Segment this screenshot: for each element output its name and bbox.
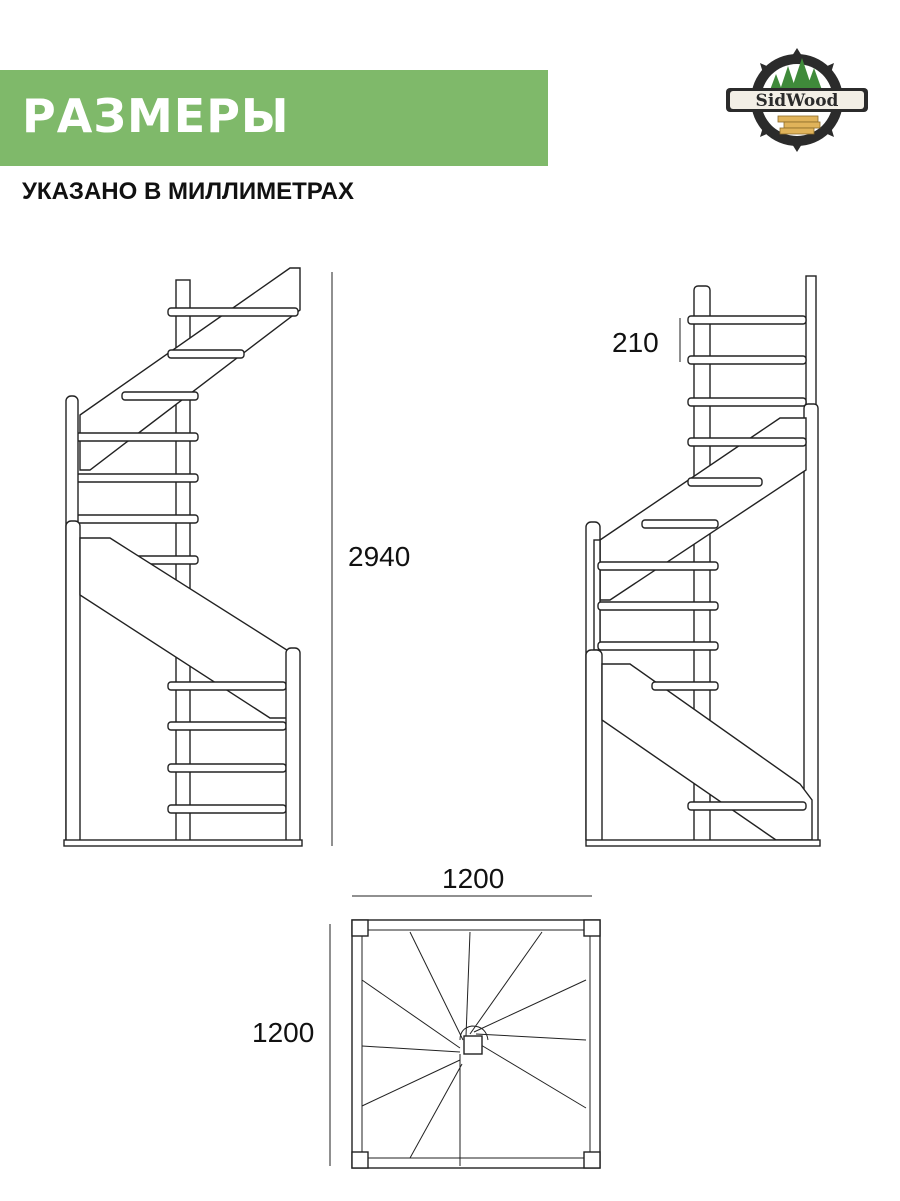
plan-view [351, 919, 601, 1169]
height-dimension-label: 2940 [348, 541, 410, 572]
tread [167, 307, 299, 317]
center-post-plan [463, 1035, 483, 1055]
rise-dimension-label: 210 [612, 327, 659, 358]
floor-base [63, 839, 303, 847]
right-newel-post [285, 647, 301, 845]
tread [687, 477, 763, 487]
corner-post [583, 1151, 601, 1169]
page-title: РАЗМЕРЫ [22, 89, 290, 143]
lower-left-post [585, 649, 603, 845]
tread [641, 519, 719, 529]
upper-stringer [79, 267, 301, 471]
left-newel-post [65, 520, 81, 845]
plan-inner-frame [361, 929, 591, 1159]
tread [121, 391, 199, 401]
tread [167, 681, 287, 691]
tread [75, 514, 199, 524]
tread [75, 432, 199, 442]
corner-post [351, 1151, 369, 1169]
tread [687, 355, 807, 365]
side-elevation-view [585, 275, 821, 847]
corner-post [351, 919, 369, 937]
tread [687, 437, 807, 447]
tread [597, 641, 719, 651]
tread [597, 561, 719, 571]
tread [651, 681, 719, 691]
depth-dimension-label: 1200 [252, 1017, 314, 1048]
width-dimension-label: 1200 [442, 863, 504, 894]
tread [687, 801, 807, 811]
sidwood-logo: SidWood [726, 48, 868, 152]
pine-trees-icon [770, 58, 822, 90]
tread [167, 349, 245, 359]
tread [75, 473, 199, 483]
front-elevation-view [63, 267, 303, 847]
title-banner: РАЗМЕРЫ [0, 70, 548, 166]
tread [687, 315, 807, 325]
winder-treads [361, 931, 587, 1159]
floor-base [585, 839, 821, 847]
center-curve [459, 1025, 489, 1041]
tread [687, 397, 807, 407]
units-subtitle: УКАЗАНО В МИЛЛИМЕТРАХ [22, 178, 355, 205]
tread [167, 804, 287, 814]
tread [167, 763, 287, 773]
left-rail [593, 539, 601, 651]
tread [597, 601, 719, 611]
logo-brand-text: SidWood [756, 91, 839, 111]
lumber-stack-icon [777, 115, 821, 135]
tread [167, 721, 287, 731]
ribbon-icon [726, 88, 868, 112]
corner-post [583, 919, 601, 937]
